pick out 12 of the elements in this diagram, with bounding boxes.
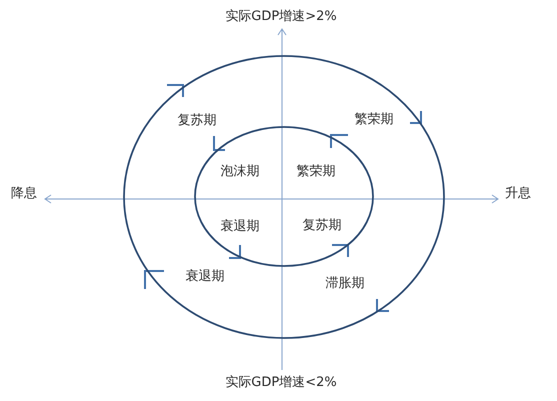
phase-label: 繁荣期 xyxy=(354,112,394,128)
phase-label: 衰退期 xyxy=(186,269,224,285)
phase-label: 衰退期 xyxy=(220,219,260,235)
phase-label: 繁荣期 xyxy=(296,164,336,180)
axis-label: 实际GDP增速>2% xyxy=(225,9,337,25)
axis-label: 降息 xyxy=(11,186,37,202)
axis-label: 实际GDP增速<2% xyxy=(225,375,337,391)
phase-label: 复苏期 xyxy=(178,113,216,129)
phase-label: 复苏期 xyxy=(302,218,342,234)
phase-label: 滞胀期 xyxy=(326,276,364,292)
axis-label: 升息 xyxy=(505,186,531,202)
phase-label: 泡沫期 xyxy=(220,164,260,180)
